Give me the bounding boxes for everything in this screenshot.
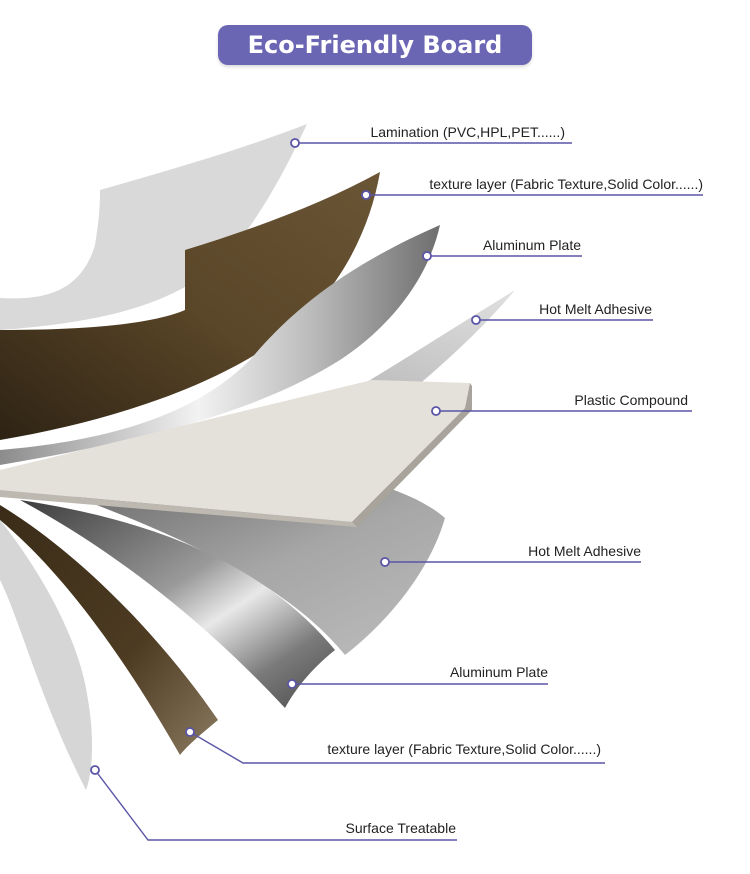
- label-aluminum-plate-bottom: Aluminum Plate: [450, 664, 548, 680]
- label-lamination: Lamination (PVC,HPL,PET......): [370, 124, 565, 140]
- aluminum-plate-bottom: [20, 500, 335, 708]
- marker-dot-texture-bottom: [185, 727, 195, 737]
- label-aluminum-plate-top: Aluminum Plate: [483, 237, 581, 253]
- marker-dot-texture-top: [361, 190, 371, 200]
- marker-dot-plastic: [431, 406, 441, 416]
- marker-dot-adhesive-top: [471, 315, 481, 325]
- marker-dot-surface: [90, 765, 100, 775]
- label-hot-melt-adhesive-top: Hot Melt Adhesive: [539, 301, 652, 317]
- lamination-sheet: [0, 124, 307, 330]
- diagram-title: Eco-Friendly Board: [247, 31, 503, 59]
- leader-line-texture-bottom: [189, 731, 605, 764]
- hot-melt-adhesive-bottom: [70, 485, 445, 655]
- title-banner: Eco-Friendly Board: [218, 25, 532, 65]
- marker-dot-adhesive-bottom: [380, 557, 390, 567]
- plastic-compound-edge: [352, 383, 472, 527]
- label-hot-melt-adhesive-bottom: Hot Melt Adhesive: [528, 543, 641, 559]
- surface-treatable-sheet: [0, 520, 93, 790]
- marker-dot-lamination: [290, 138, 300, 148]
- texture-layer-bottom: [0, 505, 218, 755]
- label-texture-layer-bottom: texture layer (Fabric Texture,Solid Colo…: [327, 741, 601, 757]
- aluminum-plate-top: [0, 225, 440, 465]
- label-surface-treatable: Surface Treatable: [345, 820, 456, 836]
- label-plastic-compound: Plastic Compound: [574, 392, 688, 408]
- plastic-compound-top-face: [0, 380, 470, 522]
- label-texture-layer-top: texture layer (Fabric Texture,Solid Colo…: [429, 176, 703, 192]
- texture-layer-top: [0, 172, 380, 440]
- marker-dot-aluminum-bottom: [287, 679, 297, 689]
- marker-dot-aluminum-top: [422, 251, 432, 261]
- plastic-compound-front-edge: [0, 490, 357, 527]
- leader-line-surface: [94, 769, 457, 841]
